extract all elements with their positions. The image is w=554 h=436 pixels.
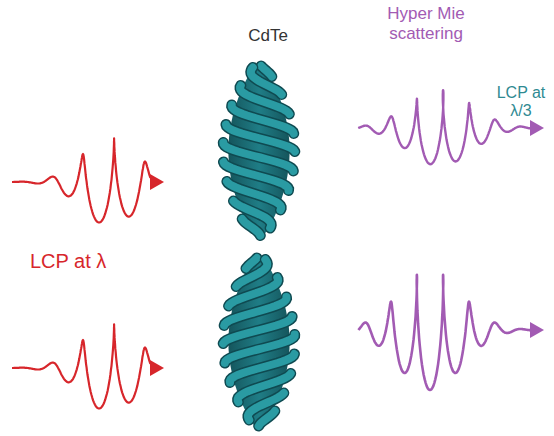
process-label: Hyper Mie scattering	[372, 4, 480, 43]
arrow-head	[150, 174, 164, 190]
wave-packet	[12, 138, 150, 222]
helix-strand-edge	[259, 411, 275, 426]
helix-strand-edge	[225, 335, 295, 364]
helix-strand	[248, 393, 284, 420]
helix-strand	[225, 335, 295, 364]
arrow-head	[530, 120, 544, 136]
helix-strand	[229, 278, 279, 307]
helix-strand-edge	[261, 66, 272, 77]
helix-strand-edge	[248, 393, 284, 420]
helix-strand	[236, 260, 267, 287]
helix-strand	[242, 219, 260, 236]
wave-packet	[358, 275, 532, 390]
helix-strand-edge	[251, 68, 282, 95]
helix-strand-edge	[229, 278, 279, 307]
helix-strand	[234, 201, 272, 228]
arrow-head	[530, 322, 544, 338]
wave-packet	[358, 90, 532, 164]
output-label: LCP at λ/3	[492, 84, 550, 121]
helix-strand	[227, 182, 281, 211]
cdte-helices	[223, 62, 295, 430]
wave-packet	[12, 324, 150, 408]
helix-strand-edge	[234, 201, 272, 228]
helix-strand	[246, 258, 257, 269]
helix-strand-edge	[236, 260, 267, 287]
helix-strand-edge	[226, 125, 295, 152]
helix-strand	[251, 68, 282, 95]
wave-packets	[12, 90, 544, 408]
helix-strand	[259, 411, 275, 426]
material-label: CdTe	[238, 26, 298, 46]
arrow-head	[150, 360, 164, 376]
helix-strand	[226, 125, 295, 152]
helix-strand	[261, 66, 272, 77]
input-label: LCP at λ	[30, 250, 140, 273]
helix-strand-edge	[242, 219, 260, 236]
helix-strand-edge	[246, 258, 257, 269]
helix-strand-edge	[227, 182, 281, 211]
